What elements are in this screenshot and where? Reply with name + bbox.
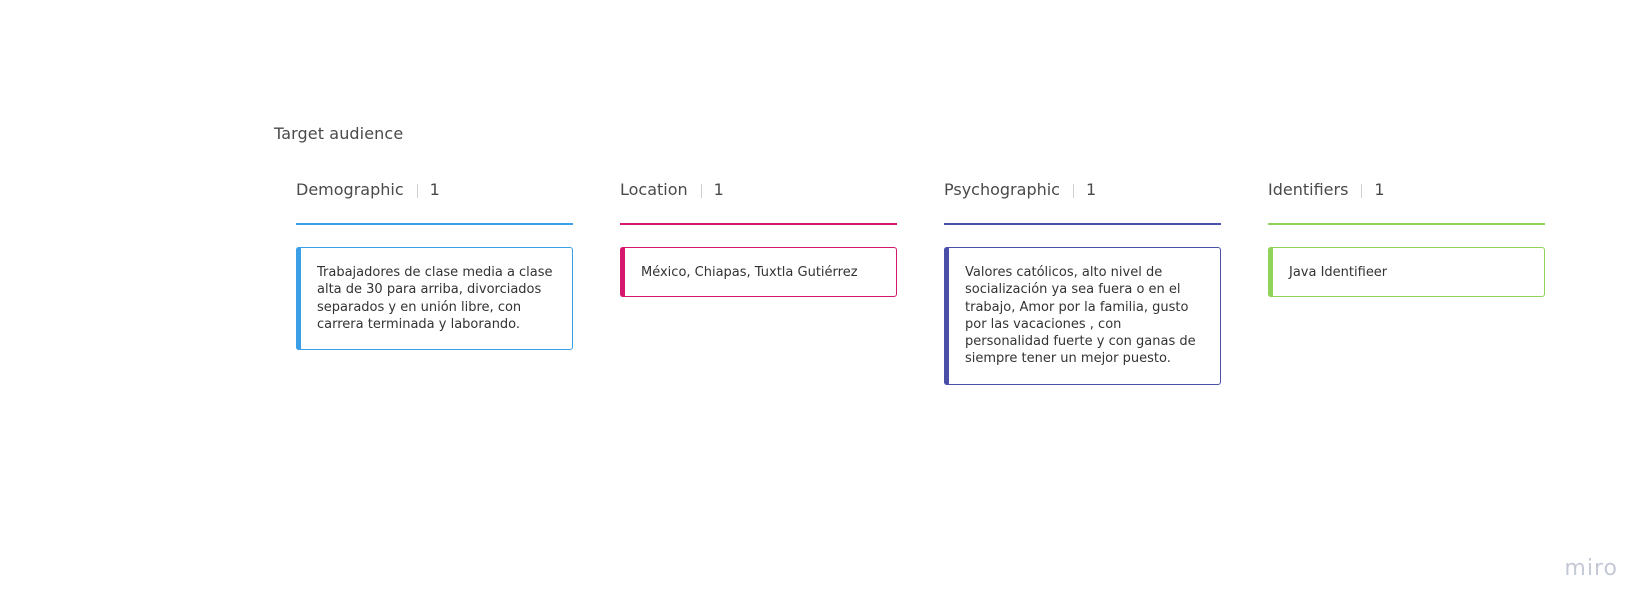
sticky-card[interactable]: Java Identifieer <box>1268 247 1545 298</box>
card-text: Valores católicos, alto nivel de sociali… <box>965 265 1196 367</box>
column-rule <box>1268 223 1545 225</box>
column-rule <box>296 223 573 225</box>
card-text: Java Identifieer <box>1289 265 1388 280</box>
header-separator <box>1072 184 1074 198</box>
column-demographic: Demographic 1 Trabajadores de clase medi… <box>296 180 573 351</box>
column-title: Identifiers <box>1268 180 1349 199</box>
sticky-card[interactable]: México, Chiapas, Tuxtla Gutiérrez <box>620 247 897 298</box>
sticky-card[interactable]: Trabajadores de clase media a clase alta… <box>296 247 573 351</box>
header-separator <box>700 184 702 198</box>
card-accent-bar <box>620 247 625 298</box>
card-accent-bar <box>296 247 301 351</box>
column-rule <box>620 223 897 225</box>
column-title: Demographic <box>296 180 404 199</box>
column-header[interactable]: Location 1 <box>620 180 897 223</box>
column-title: Psychographic <box>944 180 1060 199</box>
card-text: México, Chiapas, Tuxtla Gutiérrez <box>641 265 858 280</box>
header-separator <box>416 184 418 198</box>
card-text: Trabajadores de clase media a clase alta… <box>317 265 553 332</box>
column-header[interactable]: Identifiers 1 <box>1268 180 1545 223</box>
board-title: Target audience <box>274 124 404 143</box>
card-accent-bar <box>944 247 949 385</box>
miro-logo: miro <box>1564 556 1618 581</box>
column-header[interactable]: Demographic 1 <box>296 180 573 223</box>
header-separator <box>1361 184 1363 198</box>
card-accent-bar <box>1268 247 1273 298</box>
column-psychographic: Psychographic 1 Valores católicos, alto … <box>944 180 1221 385</box>
sticky-card[interactable]: Valores católicos, alto nivel de sociali… <box>944 247 1221 385</box>
column-identifiers: Identifiers 1 Java Identifieer <box>1268 180 1545 298</box>
column-count: 1 <box>1374 180 1385 199</box>
column-header[interactable]: Psychographic 1 <box>944 180 1221 223</box>
column-count: 1 <box>429 180 440 199</box>
column-location: Location 1 México, Chiapas, Tuxtla Gutié… <box>620 180 897 298</box>
column-rule <box>944 223 1221 225</box>
column-title: Location <box>620 180 688 199</box>
column-count: 1 <box>713 180 724 199</box>
column-count: 1 <box>1085 180 1097 199</box>
